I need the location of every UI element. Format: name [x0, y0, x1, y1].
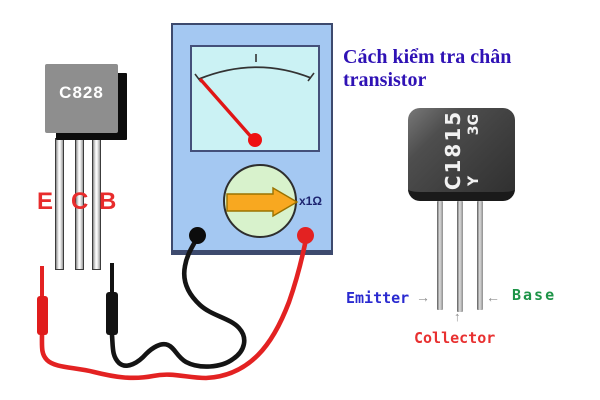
- base-label: Base: [512, 286, 557, 304]
- c1815-marking-y: Y: [465, 175, 482, 186]
- red-probe-grip: [37, 296, 48, 335]
- black-probe-tip: [110, 263, 114, 294]
- c1815-emitter-leg: [437, 201, 443, 310]
- meter-needle: [199, 78, 255, 141]
- emitter-label: Emitter: [346, 289, 410, 307]
- c1815-marking-3g: 3G: [465, 114, 482, 136]
- c828-collector-leg: [75, 138, 84, 270]
- meter-scale: [194, 54, 315, 147]
- collector-arrow-icon: ↑: [454, 309, 461, 324]
- c1815-collector-leg: [457, 201, 463, 312]
- page-title: Cách kiểm tra chân transistor: [343, 46, 512, 91]
- positive-terminal: [297, 227, 314, 244]
- pin-label-emitter: E: [37, 188, 54, 215]
- scale-right-tick: [307, 72, 315, 82]
- c828-transistor-body: C828: [45, 64, 118, 133]
- dial-knob-arrow: [226, 186, 299, 218]
- c828-part-number: C828: [59, 83, 104, 102]
- collector-label: Collector: [414, 329, 496, 347]
- red-probe-tip: [40, 266, 44, 298]
- base-arrow-icon: ←: [486, 289, 500, 305]
- c1815-markings: C1815 Y 3G: [440, 109, 482, 191]
- range-setting-label: x1Ω: [299, 194, 322, 208]
- c1815-base-leg: [477, 201, 483, 310]
- c1815-part-number: C1815: [440, 109, 465, 191]
- c828-emitter-leg: [55, 138, 64, 270]
- pin-label-collector: C: [71, 188, 89, 215]
- pin-label-base: B: [99, 188, 117, 215]
- black-probe-grip: [106, 292, 118, 335]
- scale-arc: [198, 66, 312, 80]
- black-test-lead-wire: [109, 235, 247, 369]
- c1815-transistor-body: C1815 Y 3G: [408, 108, 515, 201]
- needle-pivot: [248, 133, 262, 147]
- red-test-lead-wire: [39, 241, 308, 381]
- negative-terminal: [189, 227, 206, 244]
- emitter-arrow-icon: →: [416, 289, 430, 305]
- c828-base-leg: [92, 138, 101, 270]
